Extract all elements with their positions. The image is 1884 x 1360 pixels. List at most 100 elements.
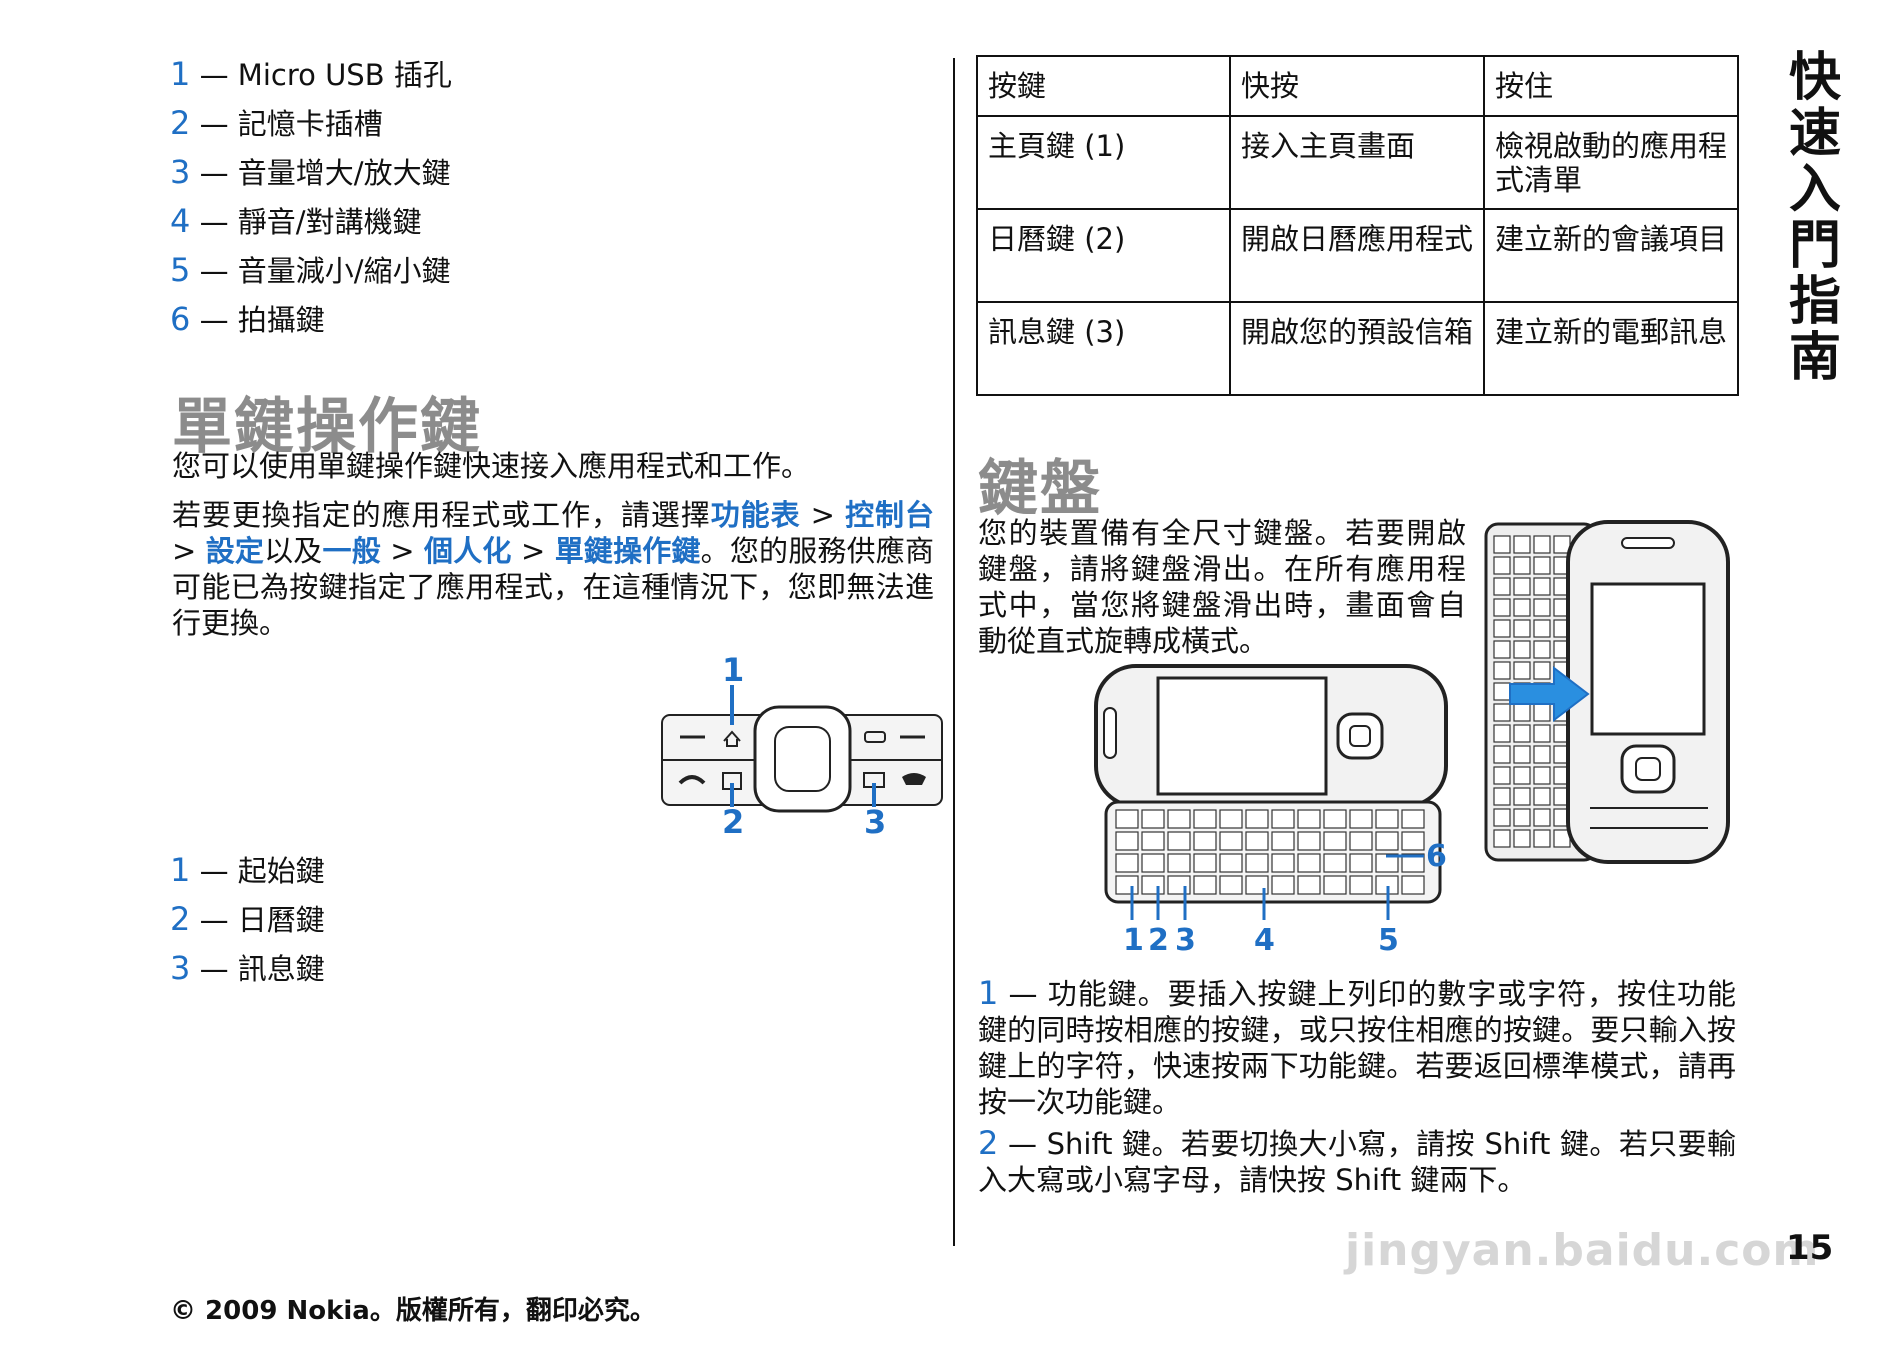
- keyboard-key: [1533, 661, 1551, 680]
- keyboard-key: [1533, 535, 1551, 554]
- figure-label: 2: [722, 803, 744, 835]
- keyboard-key: [1533, 724, 1551, 743]
- keyboard-key: [1401, 875, 1425, 895]
- keyboard-key: [1323, 831, 1347, 851]
- menu-path-menu: 功能表: [710, 498, 801, 532]
- keyboard-key: [1493, 619, 1511, 638]
- keyboard-key: [1493, 829, 1511, 848]
- keyboard-key: [1323, 853, 1347, 873]
- keyboard-key: [1513, 619, 1531, 638]
- legend-item: 4 — 靜音/對講機鍵: [170, 202, 422, 240]
- table-cell: 接入主頁畫面: [1229, 115, 1485, 210]
- keyboard-key: [1219, 853, 1243, 873]
- side-section-title: 快速入門指南: [1788, 48, 1841, 388]
- figure-label: 6: [1426, 839, 1447, 874]
- keyboard-key: [1401, 831, 1425, 851]
- one-touch-change-instructions: 若要更換指定的應用程式或工作，請選擇功能表 > 控制台 > 設定以及一般 > 個…: [172, 498, 934, 640]
- keyboard-key: [1533, 829, 1551, 848]
- keyboard-key-desc: 2 — Shift 鍵。若要切換大小寫，請按 Shift 鍵。若只要輸入大寫或小…: [978, 1124, 1737, 1197]
- keyboard-key: [1513, 808, 1531, 827]
- keyboard-key: [1323, 809, 1347, 829]
- keyboard-key: [1493, 598, 1511, 617]
- keyboard-key: [1167, 875, 1191, 895]
- keyboard-key: [1493, 577, 1511, 596]
- keyboard-key: [1167, 809, 1191, 829]
- menu-path-one-touch-keys: 單鍵操作鍵: [554, 534, 701, 568]
- table-cell: 檢視啟動的應用程式清單: [1483, 115, 1739, 210]
- keyboard-key: [1493, 682, 1511, 701]
- keyboard-key: [1219, 875, 1243, 895]
- keyboard-key: [1533, 703, 1551, 722]
- keyboard-key: [1141, 853, 1165, 873]
- table-cell: 開啟日曆應用程式: [1229, 208, 1485, 303]
- keyboard-key: [1533, 766, 1551, 785]
- connectors-legend: 1 — Micro USB 插孔 2 — 記憶卡插槽 3 — 音量增大/放大鍵 …: [170, 50, 452, 344]
- keyboard-key: [1513, 787, 1531, 806]
- keyboard-intro: 您的裝置備有全尺寸鍵盤。若要開啟鍵盤，請將鍵盤滑出。在所有應用程式中，當您將鍵盤…: [978, 516, 1466, 658]
- keyboard-key: [1193, 853, 1217, 873]
- keyboard-key: [1513, 766, 1531, 785]
- keyboard-key: [1297, 875, 1321, 895]
- table-cell: 開啟您的預設信箱: [1229, 301, 1485, 396]
- keyboard-key: [1513, 535, 1531, 554]
- keyboard-key: [1513, 745, 1531, 764]
- figure-label: 1: [1123, 923, 1144, 958]
- keyboard-key: [1493, 808, 1511, 827]
- legend-item: 2 — 記憶卡插槽: [170, 104, 383, 142]
- keyboard-key: [1493, 535, 1511, 554]
- keyboard-key: [1493, 745, 1511, 764]
- figure-label: 3: [1175, 923, 1196, 958]
- table-row: 主頁鍵 (1) 接入主頁畫面 檢視啟動的應用程式清單: [976, 115, 1739, 210]
- keyboard-key: [1271, 809, 1295, 829]
- keyboard-key: [1245, 809, 1269, 829]
- keyboard-key: [1115, 809, 1139, 829]
- keyboard-key: [1349, 875, 1373, 895]
- menu-path-personalisation: 個人化: [424, 534, 512, 568]
- phone-slide-figure: [1484, 520, 1730, 864]
- keyboard-key: [1401, 853, 1425, 873]
- keyboard-key: [1271, 831, 1295, 851]
- keyboard-key: [1493, 640, 1511, 659]
- keyboard-key: [1297, 831, 1321, 851]
- keyboard-key-desc: 1 — 功能鍵。要插入按鍵上列印的數字或字符，按住功能鍵的同時按相應的按鍵，或只…: [978, 974, 1736, 1119]
- table-row: 日曆鍵 (2) 開啟日曆應用程式 建立新的會議項目: [976, 208, 1739, 303]
- key-function-table: 按鍵 快按 按住 主頁鍵 (1) 接入主頁畫面 檢視啟動的應用程式清單 日曆鍵 …: [976, 55, 1739, 396]
- keyboard-key: [1349, 809, 1373, 829]
- legend-item: 3 — 訊息鍵: [170, 949, 325, 987]
- keyboard-key: [1323, 875, 1347, 895]
- keyboard-key: [1271, 875, 1295, 895]
- one-touch-intro: 您可以使用單鍵操作鍵快速接入應用程式和工作。: [172, 449, 811, 483]
- section-heading-keyboard: 鍵盤: [978, 454, 1102, 524]
- legend-item: 1 — 起始鍵: [170, 851, 325, 889]
- table-row: 訊息鍵 (3) 開啟您的預設信箱 建立新的電郵訊息: [976, 301, 1739, 396]
- keyboard-key: [1297, 809, 1321, 829]
- keyboard-key: [1533, 598, 1551, 617]
- phone-keyboard-figure: 1 2 3 4 5 6: [1094, 664, 1448, 958]
- keyboard-keys: [1493, 535, 1571, 848]
- keyboard-key: [1167, 853, 1191, 873]
- table-header-cell: 按住: [1483, 55, 1739, 117]
- keyboard-key: [1115, 853, 1139, 873]
- keyboard-key: [1493, 703, 1511, 722]
- keyboard-key: [1219, 831, 1243, 851]
- keyboard-key: [1493, 556, 1511, 575]
- keyboard-key: [1493, 766, 1511, 785]
- keyboard-key: [1271, 853, 1295, 873]
- keyboard-key: [1245, 831, 1269, 851]
- keyboard-key: [1513, 556, 1531, 575]
- keyboard-key: [1219, 809, 1243, 829]
- keyboard-key: [1193, 809, 1217, 829]
- table-cell: 建立新的電郵訊息: [1483, 301, 1739, 396]
- keyboard-key: [1193, 831, 1217, 851]
- legend-item: 2 — 日曆鍵: [170, 900, 325, 938]
- keyboard-key: [1533, 577, 1551, 596]
- table-cell: 建立新的會議項目: [1483, 208, 1739, 303]
- table-cell: 訊息鍵 (3): [976, 301, 1231, 396]
- keyboard-key: [1375, 809, 1399, 829]
- menu-path-control-panel: 控制台: [845, 498, 934, 532]
- legend-item: 1 — Micro USB 插孔: [170, 55, 452, 93]
- keyboard-key: [1533, 787, 1551, 806]
- figure-label: 2: [1148, 923, 1169, 958]
- column-divider: [953, 58, 955, 1246]
- keyboard-key: [1141, 875, 1165, 895]
